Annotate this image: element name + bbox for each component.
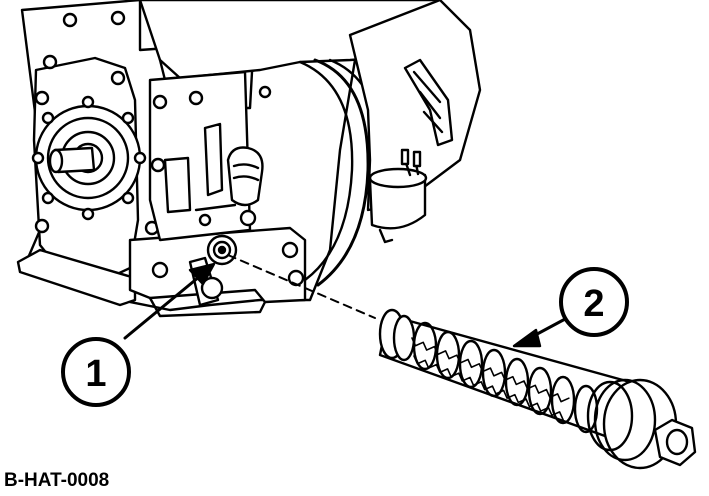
engine-block: [16, 0, 482, 318]
figure-code-label: B-HAT-0008: [4, 470, 110, 491]
callout-2-circle: [559, 267, 629, 337]
callout-2-leader: [512, 316, 569, 348]
callout-1-number: 1: [85, 353, 106, 395]
callout-1-leader: [123, 262, 216, 340]
filter-insertion-guide-line: [227, 254, 376, 319]
callout-2-number: 2: [583, 283, 604, 325]
oil-filter-element: [378, 308, 697, 470]
callout-1-circle: [61, 337, 131, 407]
